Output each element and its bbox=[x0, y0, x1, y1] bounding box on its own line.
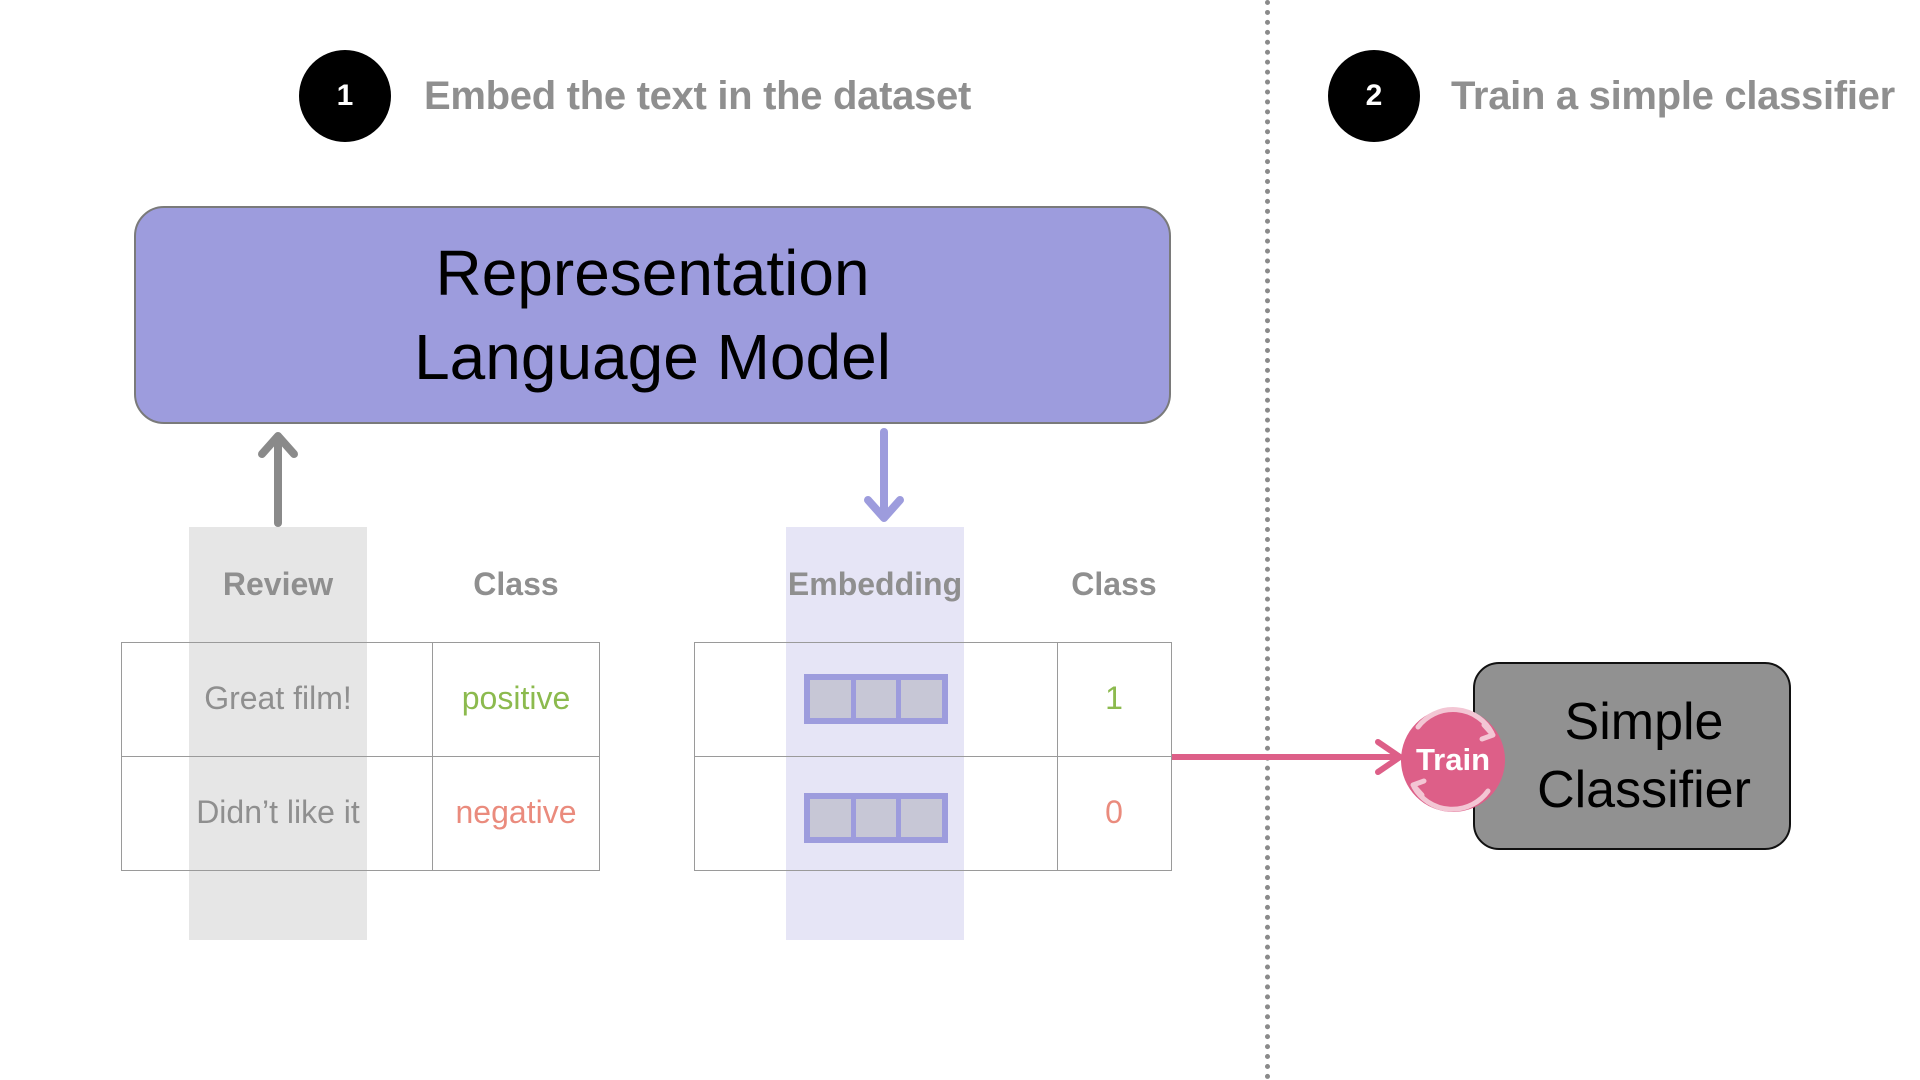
train-arrow bbox=[1172, 739, 1403, 775]
train-label: Train bbox=[1415, 742, 1491, 777]
class-cell-right-2: 0 bbox=[1105, 794, 1123, 830]
class-cell-left-1: positive bbox=[461, 680, 571, 716]
step-1-title: Embed the text in the dataset bbox=[424, 74, 971, 118]
embedding-column-header: Embedding bbox=[787, 566, 963, 602]
review-cell-1: Great film! bbox=[204, 680, 352, 716]
embedding-table-row-divider bbox=[694, 756, 1172, 757]
review-cell-2: Didn’t like it bbox=[196, 794, 360, 830]
simple-classifier-box: Simple Classifier bbox=[1473, 662, 1791, 850]
train-badge: Train bbox=[1401, 708, 1505, 812]
input-up-arrow bbox=[258, 432, 298, 527]
model-label-line1: Representation bbox=[435, 237, 870, 309]
step-2-badge: 2 bbox=[1328, 50, 1420, 142]
step-2-title: Train a simple classifier bbox=[1451, 74, 1895, 118]
output-down-arrow bbox=[864, 428, 904, 522]
review-column-band bbox=[189, 527, 367, 940]
step-1-badge: 1 bbox=[299, 50, 391, 142]
embedding-column-band bbox=[786, 527, 964, 940]
embedding-table-col-divider bbox=[1057, 642, 1058, 871]
class-column-header-left: Class bbox=[473, 566, 559, 602]
review-column-header: Review bbox=[222, 566, 334, 602]
section-divider bbox=[1265, 0, 1270, 1080]
embedding-vector-1 bbox=[804, 674, 948, 724]
class-cell-left-2: negative bbox=[455, 794, 577, 830]
class-cell-right-1: 1 bbox=[1105, 680, 1123, 716]
class-column-header-right: Class bbox=[1071, 566, 1157, 602]
classifier-label-line1: Simple bbox=[1564, 693, 1724, 751]
review-table-col-divider bbox=[432, 642, 433, 871]
review-table-row-divider bbox=[121, 756, 600, 757]
model-label-line2: Language Model bbox=[414, 321, 891, 393]
representation-model-box: Representation Language Model bbox=[134, 206, 1171, 424]
classifier-label-line2: Classifier bbox=[1537, 761, 1751, 819]
embedding-vector-2 bbox=[804, 793, 948, 843]
